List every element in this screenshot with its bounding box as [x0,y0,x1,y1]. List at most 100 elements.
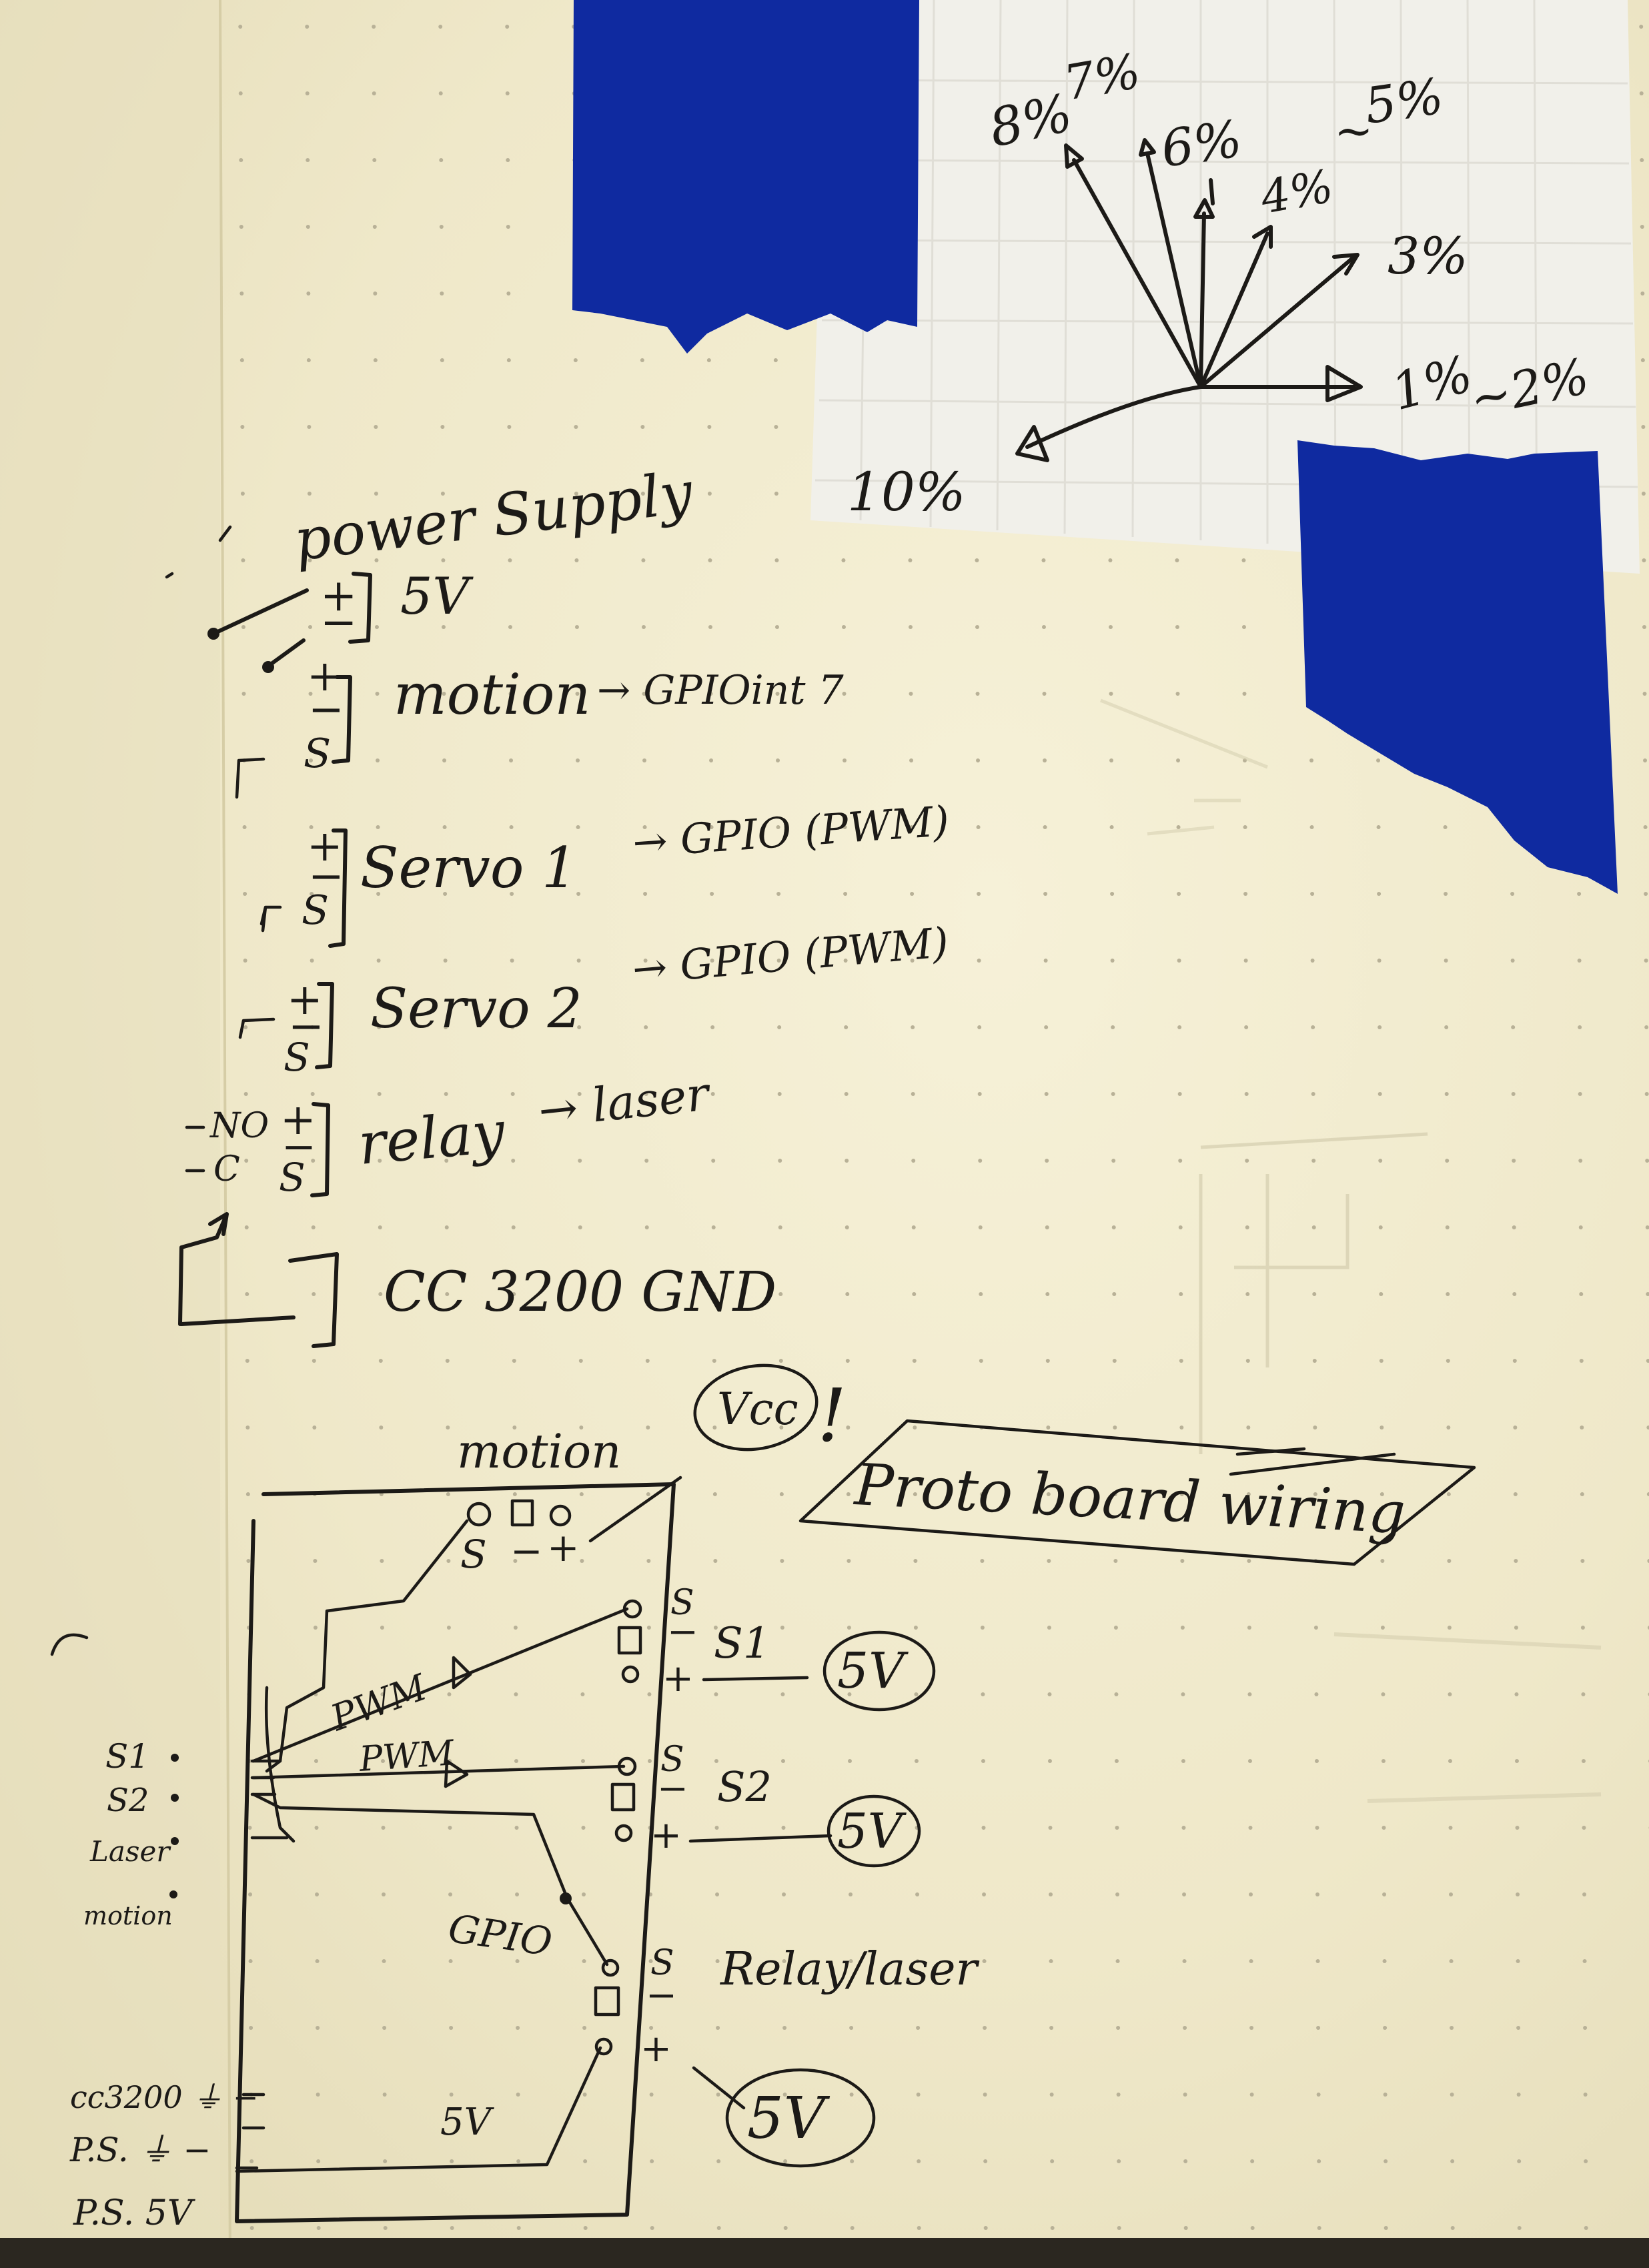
grid-dot [1311,1092,1315,1096]
grid-dot [382,2026,387,2030]
grid-dot [712,1292,716,1296]
grid-dot [1113,1492,1117,1496]
grid-dot [1177,959,1181,963]
grid-dot [507,425,512,429]
grid-dot [1043,892,1048,896]
grid-dot [316,2226,321,2230]
compass-label-4: 4% [1256,160,1337,225]
grid-dot [311,1225,316,1229]
grid-dot [382,1892,386,1896]
switch-plus: + [320,570,357,621]
grid-dot [444,1092,448,1096]
grid-dot [1513,1426,1518,1430]
grid-dot [440,292,444,296]
left-label-s1: S1 [105,1737,149,1776]
grid-dot [911,1159,916,1163]
grid-dot [1312,1359,1317,1363]
grid-dot [314,1826,319,1830]
grid-dot [1580,1426,1584,1430]
grid-dot [843,959,848,963]
grid-dot [643,892,648,896]
grid-dot [1250,2226,1255,2230]
grid-dot [1242,692,1247,696]
grid-dot [507,492,512,496]
grid-dot [1580,1492,1584,1496]
grid-dot [245,1292,249,1296]
grid-dot [576,959,581,963]
grid-dot [1310,892,1315,896]
grid-dot [1642,692,1647,696]
grid-dot [516,2159,521,2163]
grid-dot [711,1225,716,1229]
left-label-laser: Laser [89,1835,171,1868]
grid-dot [713,1626,718,1630]
grid-dot [446,1426,450,1430]
grid-dot [1582,1959,1587,1963]
grid-dot [308,692,313,696]
grid-dot [378,1159,382,1163]
grid-dot [774,425,778,429]
grid-dot [374,558,379,562]
grid-dot [511,1225,516,1229]
grid-dot [443,959,448,963]
grid-dot [782,1892,786,1896]
board-outline[interactable] [235,1482,676,2223]
grid-dot [846,1426,851,1430]
grid-dot [446,1559,451,1563]
grid-dot [1316,2026,1321,2030]
grid-dot [1644,1025,1649,1029]
grid-dot [512,1492,517,1496]
grid-dot [582,1892,586,1896]
grid-dot [1314,1759,1319,1763]
grid-dot [1241,558,1246,562]
grid-dot [780,1692,785,1696]
power-supply-title: power Supply [290,459,696,574]
grid-dot [1043,959,1048,963]
grid-dot [1114,1759,1119,1763]
grid-dot [1640,225,1644,229]
grid-dot [1582,1892,1587,1896]
grid-dot [1581,1759,1586,1763]
switch-minus: − [320,596,357,648]
grid-dot [1043,825,1047,829]
grid-dot [1510,892,1515,896]
grid-dot [515,1892,520,1896]
grid-dot [1450,2026,1454,2030]
grid-dot [909,692,913,696]
grid-dot [372,25,376,29]
grid-dot [238,25,243,29]
grid-dot [1641,425,1646,429]
grid-dot [779,1426,784,1430]
grid-dot [644,1159,649,1163]
grid-dot [842,692,847,696]
grid-dot [440,425,445,429]
grid-dot [1583,2026,1588,2030]
svg-text:5V: 5V [837,1803,907,1859]
grid-dot [1647,1626,1649,1630]
grid-dot [908,558,913,562]
grid-dot [1378,1025,1382,1029]
grid-dot [1517,2226,1522,2230]
grid-dot [1645,1159,1649,1163]
grid-dot [245,1492,250,1496]
grid-dot [513,1626,518,1630]
grid-dot [776,959,781,963]
grid-dot [1513,1492,1518,1496]
grid-dot [710,1092,715,1096]
grid-dot [313,1559,318,1563]
bottom-label-cc3200: cc3200 ⏚ − [70,2079,258,2115]
grid-dot [850,2159,855,2163]
grid-dot [849,1959,853,1963]
grid-dot [383,2159,388,2163]
grid-dot [582,1959,586,1963]
grid-dot [916,2026,921,2030]
grid-dot [1639,91,1644,95]
grid-dot [243,1025,248,1029]
grid-dot [1179,1426,1184,1430]
grid-dot [1381,1759,1386,1763]
grid-dot [1175,692,1180,696]
grid-dot [646,1426,650,1430]
svg-text:S: S [670,1583,694,1623]
grid-dot [512,1292,516,1296]
grid-dot [1249,1892,1253,1896]
